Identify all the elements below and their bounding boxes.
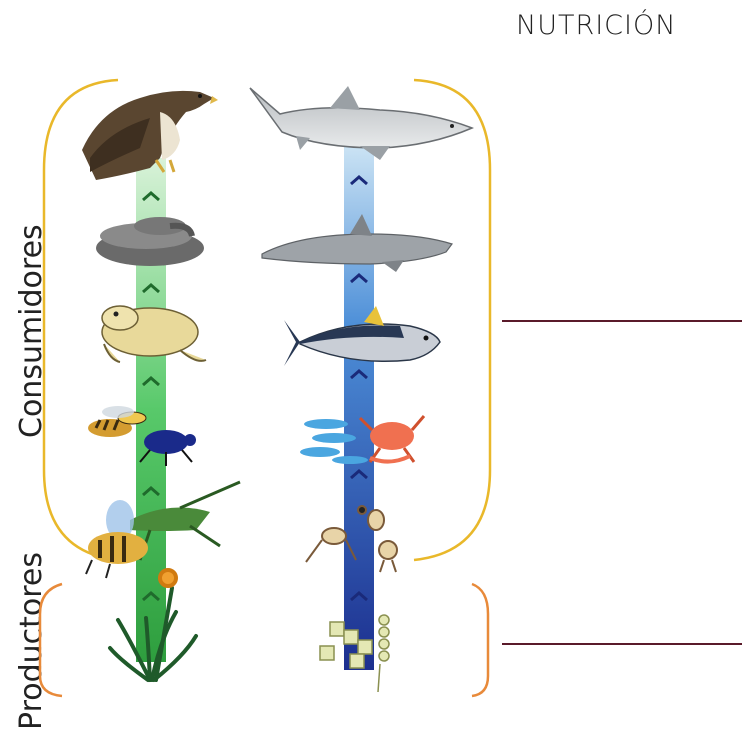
krill-and-crab-icon — [300, 415, 426, 464]
consumers-right-bracket — [413, 78, 492, 562]
grass-plant-icon — [108, 568, 198, 682]
zooplankton-icon — [305, 505, 398, 573]
hawk-icon — [82, 90, 218, 180]
snake-icon — [96, 217, 204, 266]
tuna-icon — [284, 306, 441, 366]
dolphin-icon — [261, 214, 453, 272]
producers-left-bracket — [38, 582, 63, 698]
producers-answer-line[interactable] — [502, 643, 742, 645]
grasshopper-and-bee-icon — [85, 480, 241, 579]
consumers-left-bracket — [42, 78, 119, 562]
phytoplankton-icon — [319, 614, 390, 693]
page-title: NUTRICIÓN — [516, 10, 677, 41]
consumers-answer-line[interactable] — [502, 320, 742, 322]
shark-icon — [249, 86, 475, 160]
toad-icon — [101, 305, 207, 363]
terrestrial-arrows — [142, 191, 160, 602]
wasp-and-beetle-icon — [88, 406, 196, 466]
producers-right-bracket — [471, 582, 490, 698]
marine-arrows — [350, 175, 368, 602]
